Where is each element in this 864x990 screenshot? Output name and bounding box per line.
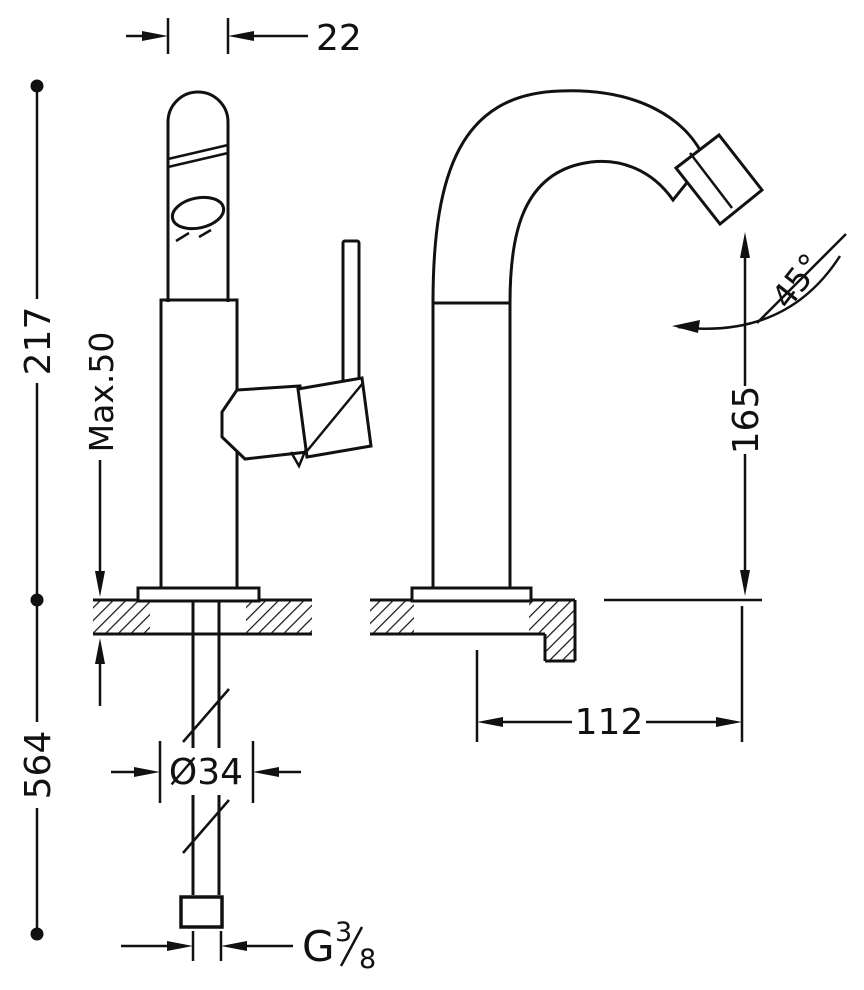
spray-head-joint-line	[689, 152, 733, 209]
label-shank-diameter: Ø34	[169, 752, 243, 793]
faucet-body	[431, 298, 512, 591]
arrowhead-right-icon	[134, 767, 160, 777]
arrowhead-left-icon	[253, 767, 279, 777]
label-thread-numerator: 3	[335, 917, 352, 948]
angle-reference-line	[756, 233, 847, 324]
dim-dot	[30, 927, 44, 941]
arrowhead-left-icon	[477, 717, 503, 727]
arrowhead-right-icon	[716, 717, 742, 727]
dimension-spout-reach	[475, 606, 744, 742]
arrowhead-up-icon	[95, 638, 105, 664]
thread-nut	[179, 895, 224, 929]
break-mark	[182, 688, 230, 743]
swivel-arc	[677, 255, 842, 330]
label-max-deck-thickness: Max.50	[82, 332, 121, 453]
spray-head	[673, 132, 765, 227]
arrowhead-right-icon	[167, 941, 193, 951]
dimension-swivel-angle	[672, 233, 847, 333]
deck-front-view	[93, 598, 312, 636]
aerator-ellipse	[170, 195, 226, 231]
base-flange	[410, 586, 533, 603]
deck-hatch	[93, 601, 150, 633]
arrowhead-left-icon	[221, 941, 247, 951]
arrowhead-left-icon	[228, 31, 254, 41]
arrowhead-down-icon	[740, 570, 750, 596]
arrowhead-right-icon	[142, 31, 168, 41]
dimension-spout-height	[604, 232, 762, 602]
arrowhead-left-icon	[672, 320, 700, 333]
deck-hatch	[246, 601, 312, 633]
spout-joint-line	[167, 143, 229, 161]
mounting-shank	[179, 601, 230, 929]
dimension-spout-width	[126, 18, 308, 54]
arrowhead-down-icon	[95, 571, 105, 597]
handle-lever-rod	[341, 239, 361, 385]
dimension-shank-diameter	[111, 741, 301, 803]
label-spout-width: 22	[316, 18, 362, 59]
dimension-length-below-deck	[30, 606, 44, 941]
dimension-height-above-deck	[30, 79, 44, 607]
deck-hatch	[529, 601, 574, 660]
handle-notch	[289, 448, 308, 469]
base-flange	[136, 586, 261, 603]
faucet-side-view	[410, 89, 765, 603]
label-spout-reach: 112	[575, 702, 644, 743]
dimension-thread	[121, 926, 364, 967]
label-length-below-deck: 564	[18, 731, 59, 800]
aerator-tick	[175, 231, 190, 243]
handle-block-edge	[306, 382, 364, 452]
spout-joint-line	[167, 151, 229, 169]
faucet-body	[159, 298, 239, 592]
deck-hatch	[370, 601, 414, 633]
dimension-max-deck-thickness	[95, 460, 105, 706]
label-thread-denominator: 8	[359, 944, 376, 975]
deck-side-view	[370, 598, 577, 663]
label-thread-g: G	[302, 922, 335, 971]
dim-dot	[30, 593, 44, 607]
label-height-above-deck: 217	[18, 307, 59, 376]
handle-connector	[220, 384, 309, 461]
dim-dot	[30, 79, 44, 93]
faucet-front-view	[136, 90, 373, 603]
break-mark	[182, 799, 230, 854]
aerator-tick	[198, 228, 212, 239]
fraction-slash	[339, 926, 364, 967]
arrowhead-up-icon	[740, 232, 750, 258]
spout-curve	[431, 89, 707, 305]
label-spout-height: 165	[726, 386, 767, 455]
